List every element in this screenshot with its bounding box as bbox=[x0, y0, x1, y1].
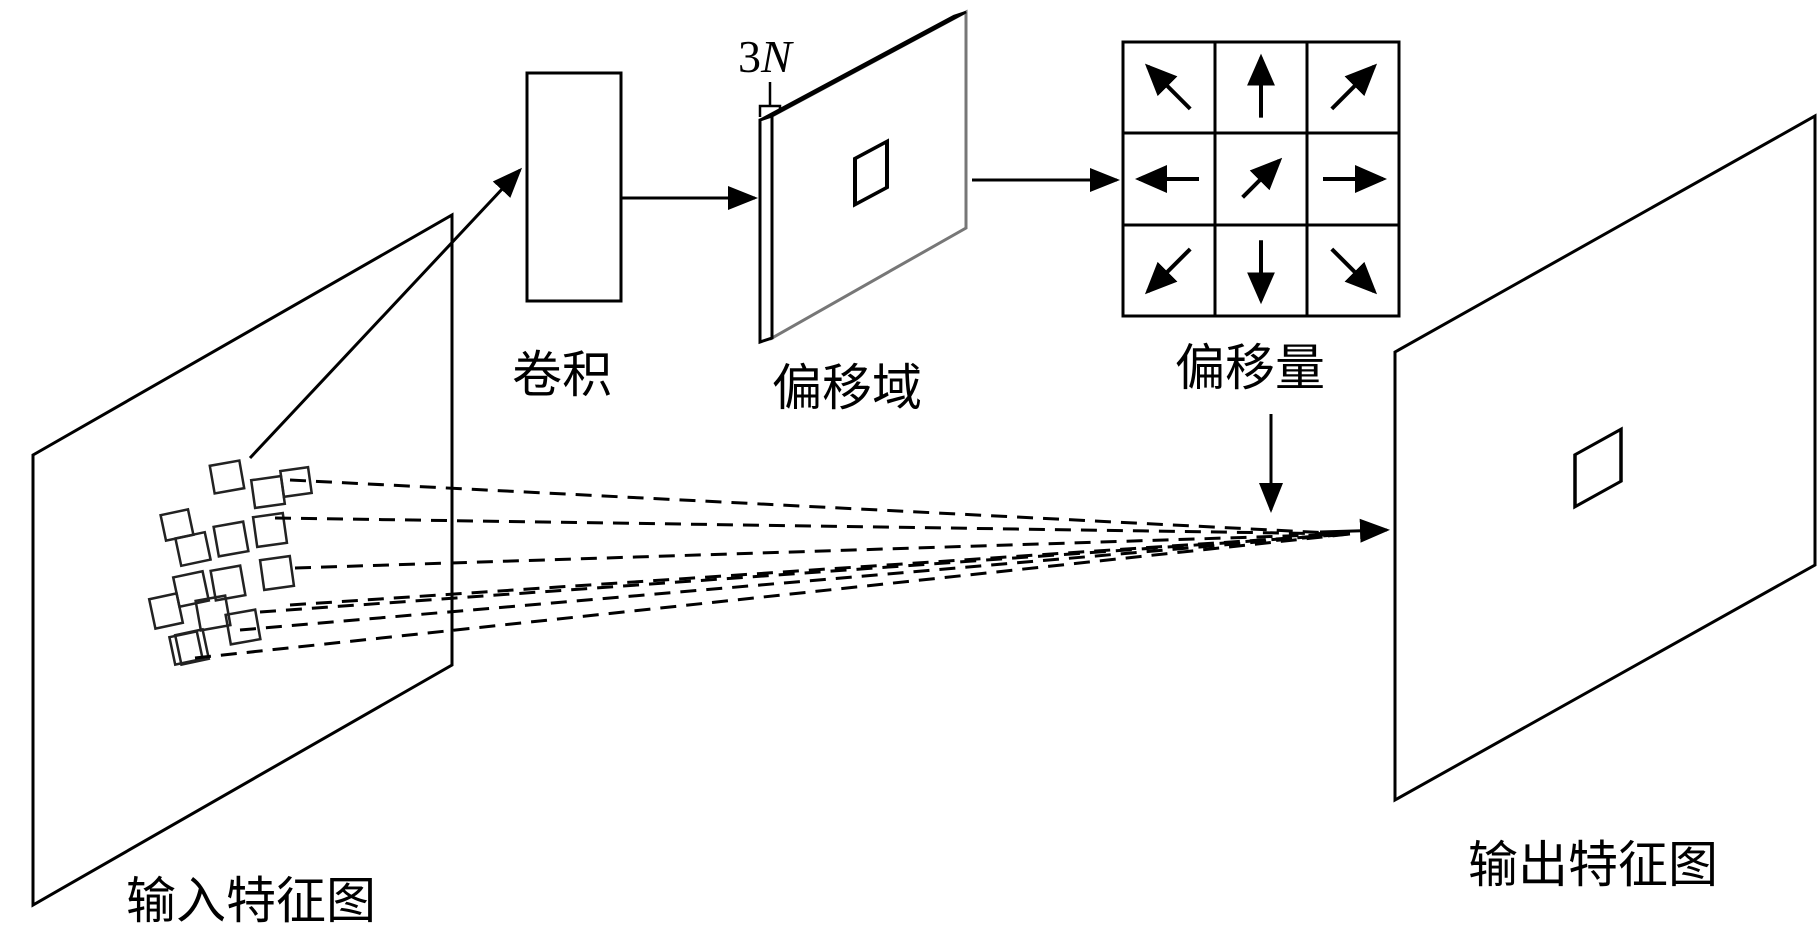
offset-field-window bbox=[853, 138, 889, 208]
output-sample-window bbox=[1573, 426, 1623, 510]
arrow-up-right-icon bbox=[1330, 63, 1378, 111]
conv-block bbox=[525, 71, 623, 303]
arrow-up-left-icon bbox=[1144, 63, 1192, 111]
conv-label: 卷积 bbox=[512, 346, 612, 404]
deformed-sampling-grid bbox=[147, 459, 314, 667]
input-feature-map bbox=[31, 212, 454, 908]
sampling-projection-lines bbox=[194, 478, 1351, 660]
offset-field-slab bbox=[758, 9, 968, 345]
offset-arrows bbox=[1135, 53, 1387, 305]
projection-arrow bbox=[1319, 518, 1390, 543]
output-map-label: 输出特征图 bbox=[1468, 836, 1718, 894]
arrow-down-left-icon bbox=[1144, 247, 1192, 295]
output-feature-map bbox=[1393, 113, 1817, 803]
offset-field-label: 偏移域 bbox=[772, 359, 922, 417]
input-map-label: 输入特征图 bbox=[126, 872, 376, 930]
arrow-up-right-icon bbox=[1241, 157, 1283, 199]
channels-label: 3N bbox=[738, 31, 794, 82]
input-to-conv-arrow bbox=[248, 167, 523, 460]
offsets-label: 偏移量 bbox=[1175, 339, 1325, 397]
arrow-down-right-icon bbox=[1330, 247, 1378, 295]
